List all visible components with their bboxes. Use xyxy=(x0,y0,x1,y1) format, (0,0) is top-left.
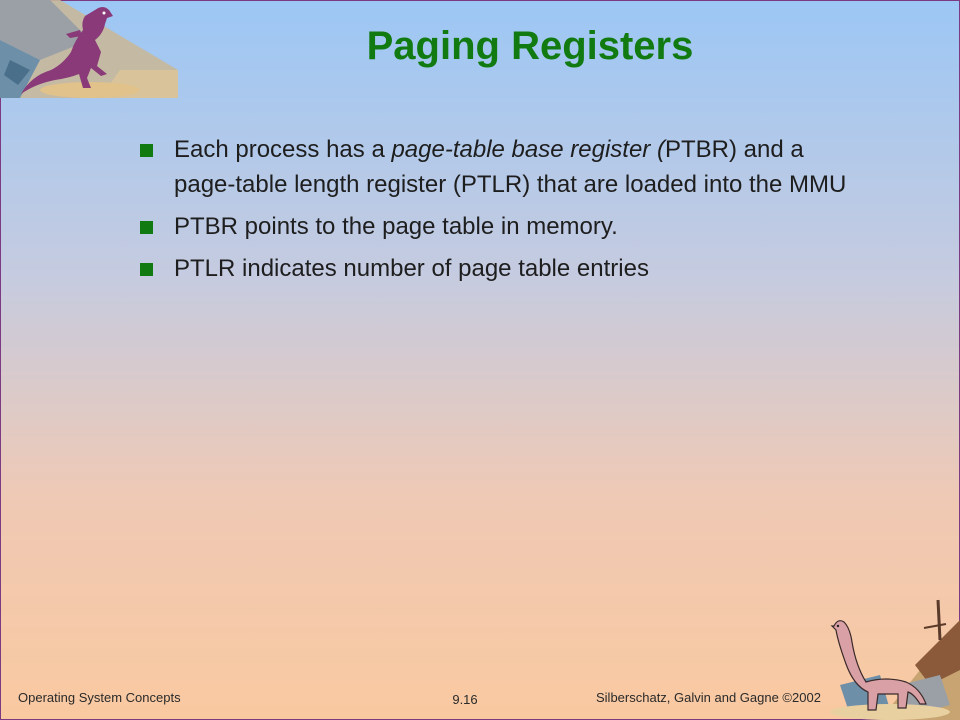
brontosaurus-dinosaur-icon xyxy=(830,599,960,720)
bullet-list: Each process has a page-table base regis… xyxy=(140,132,860,293)
bullet-text: PTLR indicates number of page table entr… xyxy=(174,255,649,282)
bullet-text-plain: Each process has a xyxy=(174,136,392,163)
slide-title: Paging Registers xyxy=(366,24,694,68)
square-bullet-icon xyxy=(140,144,153,157)
bullet-item: PTLR indicates number of page table entr… xyxy=(140,251,860,286)
bullet-item: PTBR points to the page table in memory. xyxy=(140,209,860,244)
footer-copyright: Silberschatz, Galvin and Gagne ©2002 xyxy=(596,690,821,705)
bullet-text: PTBR points to the page table in memory. xyxy=(174,213,618,240)
footer-course-title: Operating System Concepts xyxy=(18,690,181,705)
bullet-item: Each process has a page-table base regis… xyxy=(140,132,860,202)
bullet-text-plain: PTBR) and a page-table length register (… xyxy=(174,136,847,198)
bullet-text-italic: page-table base register ( xyxy=(391,136,665,163)
footer-slide-number: 9.16 xyxy=(452,692,478,707)
square-bullet-icon xyxy=(140,263,153,276)
t-rex-dinosaur-icon xyxy=(0,0,178,98)
square-bullet-icon xyxy=(140,221,153,234)
